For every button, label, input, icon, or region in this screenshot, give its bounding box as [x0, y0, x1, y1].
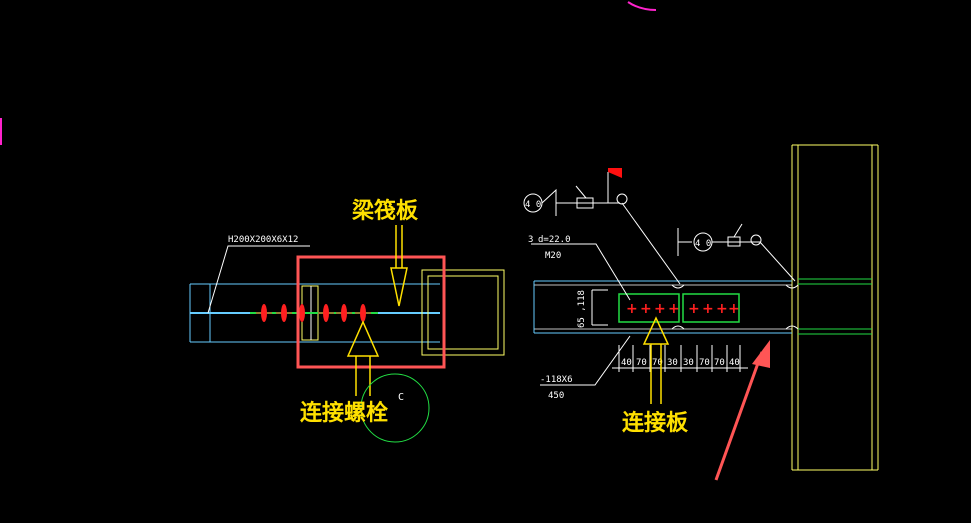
weld-symbol-1: 4 0 — [523, 168, 681, 285]
circle-mark: C — [398, 392, 404, 403]
connect-bolt-label: 连接螺栓 — [300, 400, 388, 426]
svg-text:4 0: 4 0 — [525, 200, 541, 210]
plate-length-text: 450 — [548, 391, 564, 401]
svg-text:70: 70 — [636, 358, 647, 368]
svg-text:+: + — [728, 301, 740, 317]
svg-text:70: 70 — [652, 358, 663, 368]
left-column-inner — [427, 275, 499, 350]
conn-plate-right — [682, 293, 740, 323]
svg-text:+: + — [716, 301, 728, 317]
right-detail: ++ ++ ++ ++ 65 ,118 3 d=22.0 M20 -118X6 … — [523, 144, 879, 481]
weld-symbol-2: 4 0 — [677, 223, 796, 282]
beam-section-text: H200X200X6X12 — [228, 235, 298, 245]
bolt-leader — [531, 243, 631, 301]
svg-text:+: + — [668, 301, 680, 317]
bolt-3 — [299, 304, 305, 322]
plate-spec-text: -118X6 — [540, 375, 573, 385]
plate-leader — [540, 335, 631, 386]
magenta-arc — [627, 1, 657, 11]
svg-text:4 0: 4 0 — [695, 239, 711, 249]
callout-arrow-head — [752, 340, 770, 368]
bolt-arrow-head — [346, 320, 380, 357]
section-circle — [360, 373, 430, 443]
svg-text:30: 30 — [667, 358, 678, 368]
bolt-diameter-text: d=22.0 — [538, 235, 571, 245]
svg-text:30: 30 — [683, 358, 694, 368]
svg-text:40: 40 — [729, 358, 740, 368]
cope-arc-2 — [671, 325, 685, 330]
svg-text:70: 70 — [699, 358, 710, 368]
plate-arrow-head — [642, 316, 670, 345]
svg-text:70: 70 — [714, 358, 725, 368]
right-bolts: ++ ++ ++ ++ — [626, 301, 740, 317]
left-detail: H200X200X6X12 梁筏板 C — [189, 198, 505, 443]
connect-plate-label: 连接板 — [622, 410, 689, 436]
callout-arrow-shaft — [714, 351, 764, 481]
vertical-dim-text: 65 ,118 — [577, 290, 587, 328]
left-column-outer — [421, 269, 505, 356]
flange-plate-label: 梁筏板 — [351, 198, 419, 224]
bolt-count-text: 3 — [528, 235, 533, 245]
spacing-labels: 40 70 70 30 30 70 70 40 — [621, 358, 740, 368]
svg-text:40: 40 — [621, 358, 632, 368]
cope-arc-1 — [671, 284, 685, 289]
svg-text:+: + — [626, 301, 638, 317]
svg-text:+: + — [654, 301, 666, 317]
flange-arrow-head — [390, 267, 408, 307]
cope-arc-3 — [785, 284, 799, 289]
svg-text:+: + — [702, 301, 714, 317]
svg-text:+: + — [640, 301, 652, 317]
callout-box — [296, 255, 446, 369]
weld-flag-icon — [608, 168, 622, 178]
cope-arc-4 — [785, 325, 799, 330]
conn-plate-left — [618, 293, 680, 323]
svg-text:+: + — [688, 301, 700, 317]
bolt-grade-text: M20 — [545, 251, 561, 261]
section-leader — [207, 245, 310, 314]
